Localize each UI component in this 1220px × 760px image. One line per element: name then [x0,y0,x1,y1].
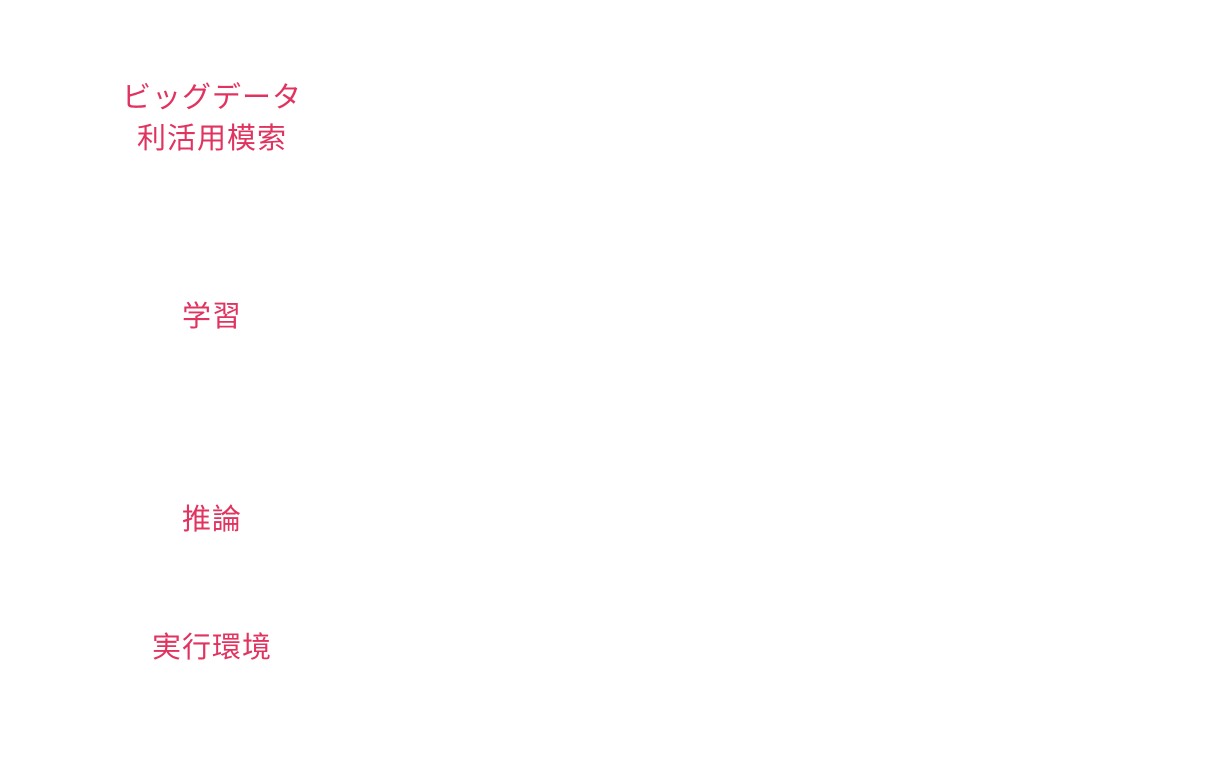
stage-label-runtime-environment: 実行環境 [92,627,332,668]
stage-label-inference: 推論 [92,499,332,540]
stage-label-line: 利活用模索 [136,121,287,155]
stage-label-line: ビッグデータ [121,80,302,114]
stage-label-bigdata-exploration: ビッグデータ 利活用模索 [92,77,332,159]
stage-label-learning: 学習 [92,296,332,337]
stage-label-line: 実行環境 [151,630,272,664]
stage-label-line: 推論 [181,502,242,536]
stage-label-line: 学習 [181,299,242,333]
